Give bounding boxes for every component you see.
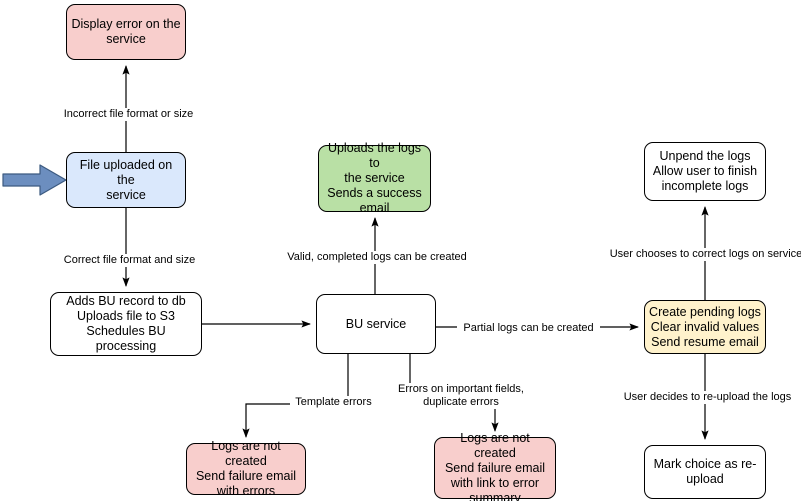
edge-label-template-errors: Template errors [290, 396, 377, 409]
edge-label-correct-file-format: Correct file format and size [56, 254, 203, 267]
node-uploads-logs-success[interactable]: Uploads the logs to the service Sends a … [318, 141, 431, 215]
input-arrow [2, 164, 67, 196]
edge-label-incorrect-file-format: Incorrect file format or size [54, 108, 203, 121]
node-create-pending-logs[interactable]: Create pending logs Clear invalid values… [644, 300, 766, 354]
node-display-error[interactable]: Display error on the service [66, 4, 186, 60]
node-bu-service[interactable]: BU service [316, 294, 436, 354]
edge-label-user-decides-reupload: User decides to re-upload the logs [618, 391, 797, 404]
node-unpend-logs[interactable]: Unpend the logs Allow user to finish inc… [644, 142, 766, 201]
node-adds-bu-record[interactable]: Adds BU record to db Uploads file to S3 … [50, 292, 202, 356]
edge-label-errors-important-fields: Errors on important fields, duplicate er… [391, 383, 531, 409]
node-mark-choice-as-reupload[interactable]: Mark choice as re- upload [644, 445, 766, 499]
edge-label-partial-logs: Partial logs can be created [457, 322, 600, 335]
edge-label-user-chooses-correct-logs: User chooses to correct logs on service [604, 248, 801, 261]
node-logs-not-created-error-summary[interactable]: Logs are not created Send failure email … [434, 431, 556, 501]
node-logs-not-created-template-errors[interactable]: Logs are not created Send failure email … [186, 439, 306, 498]
edge-label-valid-completed-logs: Valid, completed logs can be created [281, 251, 473, 264]
node-file-uploaded-on-service[interactable]: File uploaded on the service [66, 152, 186, 208]
